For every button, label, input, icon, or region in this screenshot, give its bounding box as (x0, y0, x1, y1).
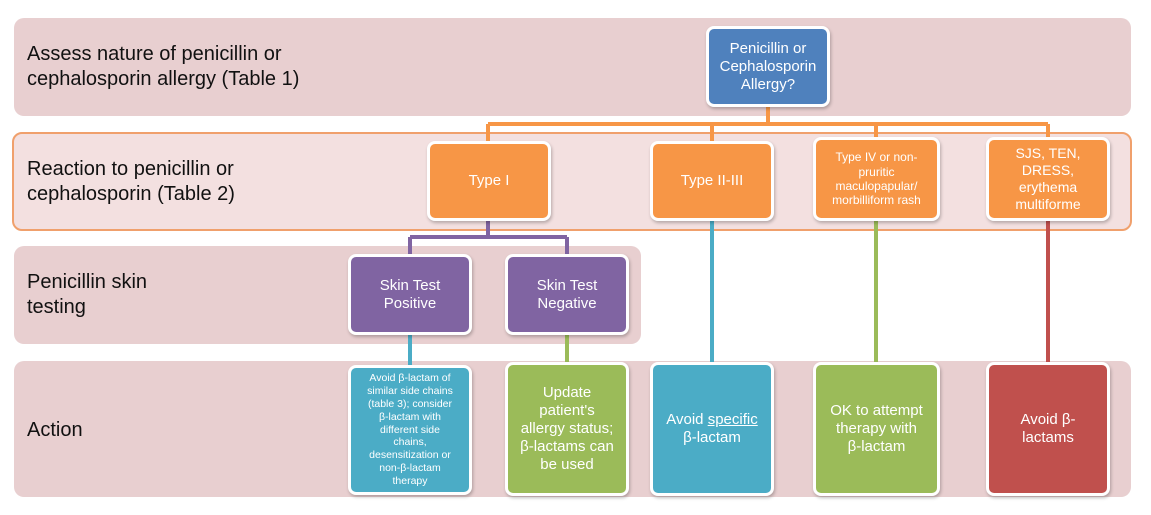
node-allergy-question: Penicillin or Cephalosporin Allergy? (706, 26, 830, 107)
row-label-reaction: Reaction to penicillin or cephalosporin … (27, 158, 235, 205)
node-action-avoid-specific-beta-lactam: Avoid specific β-lactam (650, 362, 774, 496)
node-type-4: Type IV or non- pruritic maculopapular/ … (813, 137, 940, 221)
purple-connectors (408, 219, 569, 256)
node-type-1: Type I (427, 141, 551, 221)
node-skin-test-negative: Skin Test Negative (505, 254, 629, 335)
node-skin-test-positive: Skin Test Positive (348, 254, 472, 335)
emphasis-specific: specific (707, 411, 758, 428)
row-label-assess: Assess nature of penicillin or cephalosp… (27, 43, 300, 90)
node-type-2-3: Type II-III (650, 141, 774, 221)
row-band-reaction (12, 132, 1132, 231)
row-label-action: Action (27, 419, 83, 441)
row-label-skin-testing: Penicillin skin testing (27, 271, 148, 318)
action-type23-text: Avoid specific β-lactam (666, 411, 758, 446)
node-sjs-ten-dress: SJS, TEN, DRESS, erythema multiforme (986, 137, 1110, 221)
node-action-update-allergy-status: Update patient's allergy status; β-lacta… (505, 362, 629, 496)
node-action-avoid-beta-lactams: Avoid β- lactams (986, 362, 1110, 496)
node-action-avoid-similar-side-chains: Avoid β-lactam of similar side chains (t… (348, 365, 472, 495)
orange-connectors (486, 106, 1050, 143)
node-action-ok-to-attempt: OK to attempt therapy with β-lactam (813, 362, 940, 496)
row-band-assess (14, 18, 1131, 116)
